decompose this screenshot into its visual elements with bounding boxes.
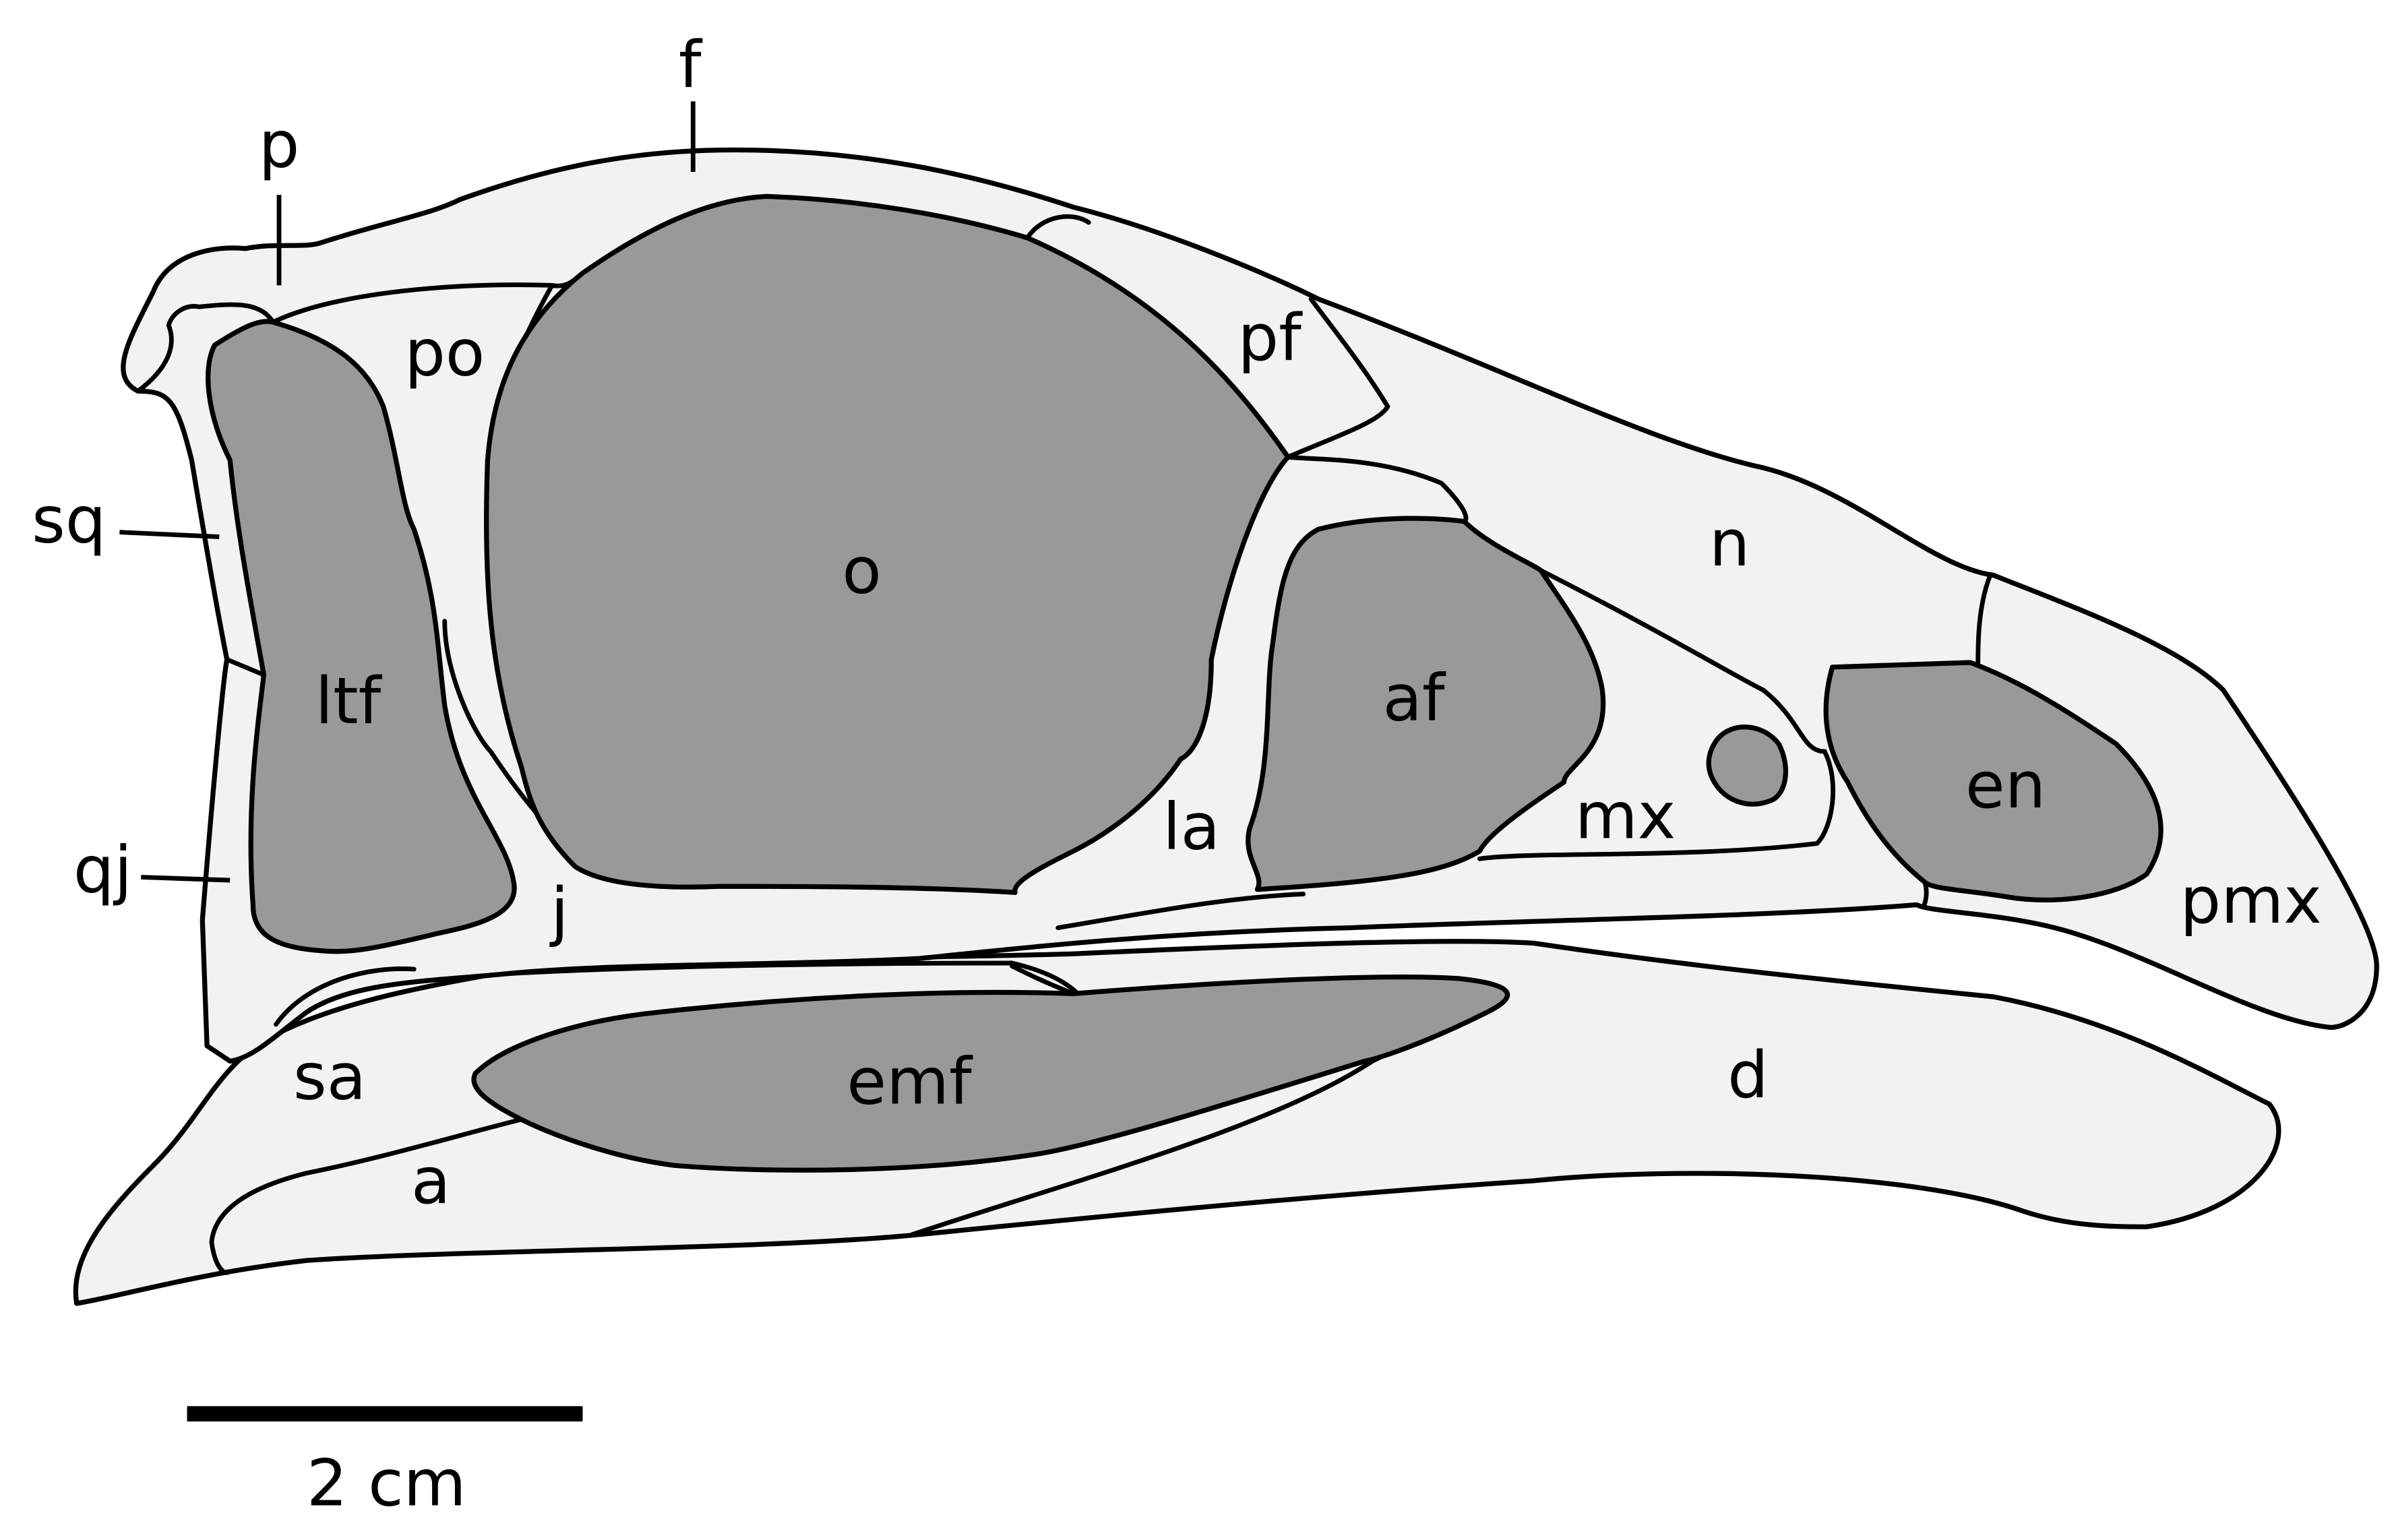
leader-sq (119, 530, 220, 539)
label-po: po (404, 315, 485, 391)
label-d: d (1727, 1037, 1769, 1113)
label-emf: emf (847, 1043, 973, 1119)
label-j: j (549, 873, 569, 949)
label-o: o (842, 533, 881, 609)
label-qj: qj (73, 832, 132, 907)
label-a: a (411, 1143, 451, 1219)
external-mandibular-fenestra (471, 975, 1510, 1173)
orbit (483, 193, 1291, 895)
label-f: f (679, 27, 703, 102)
label-n: n (1709, 505, 1750, 581)
label-la: la (1163, 789, 1220, 865)
scale-bar (187, 1406, 583, 1422)
lateral-temporal-fenestra (206, 319, 517, 954)
leader-qj (141, 875, 231, 883)
antorbital-fenestra (1246, 516, 1606, 892)
label-en: en (1965, 747, 2046, 823)
label-af: af (1382, 660, 1446, 736)
maxillary-fenestra (1706, 725, 1789, 807)
label-pf: pf (1238, 300, 1304, 375)
label-sq: sq (32, 483, 106, 558)
label-mx: mx (1575, 778, 1676, 854)
external-naris (1823, 660, 2164, 902)
label-ltf: ltf (315, 663, 383, 739)
label-sa: sa (293, 1039, 366, 1114)
scale-bar-label: 2 cm (307, 1445, 466, 1520)
label-pmx: pmx (2180, 863, 2322, 938)
label-p: p (259, 106, 300, 182)
